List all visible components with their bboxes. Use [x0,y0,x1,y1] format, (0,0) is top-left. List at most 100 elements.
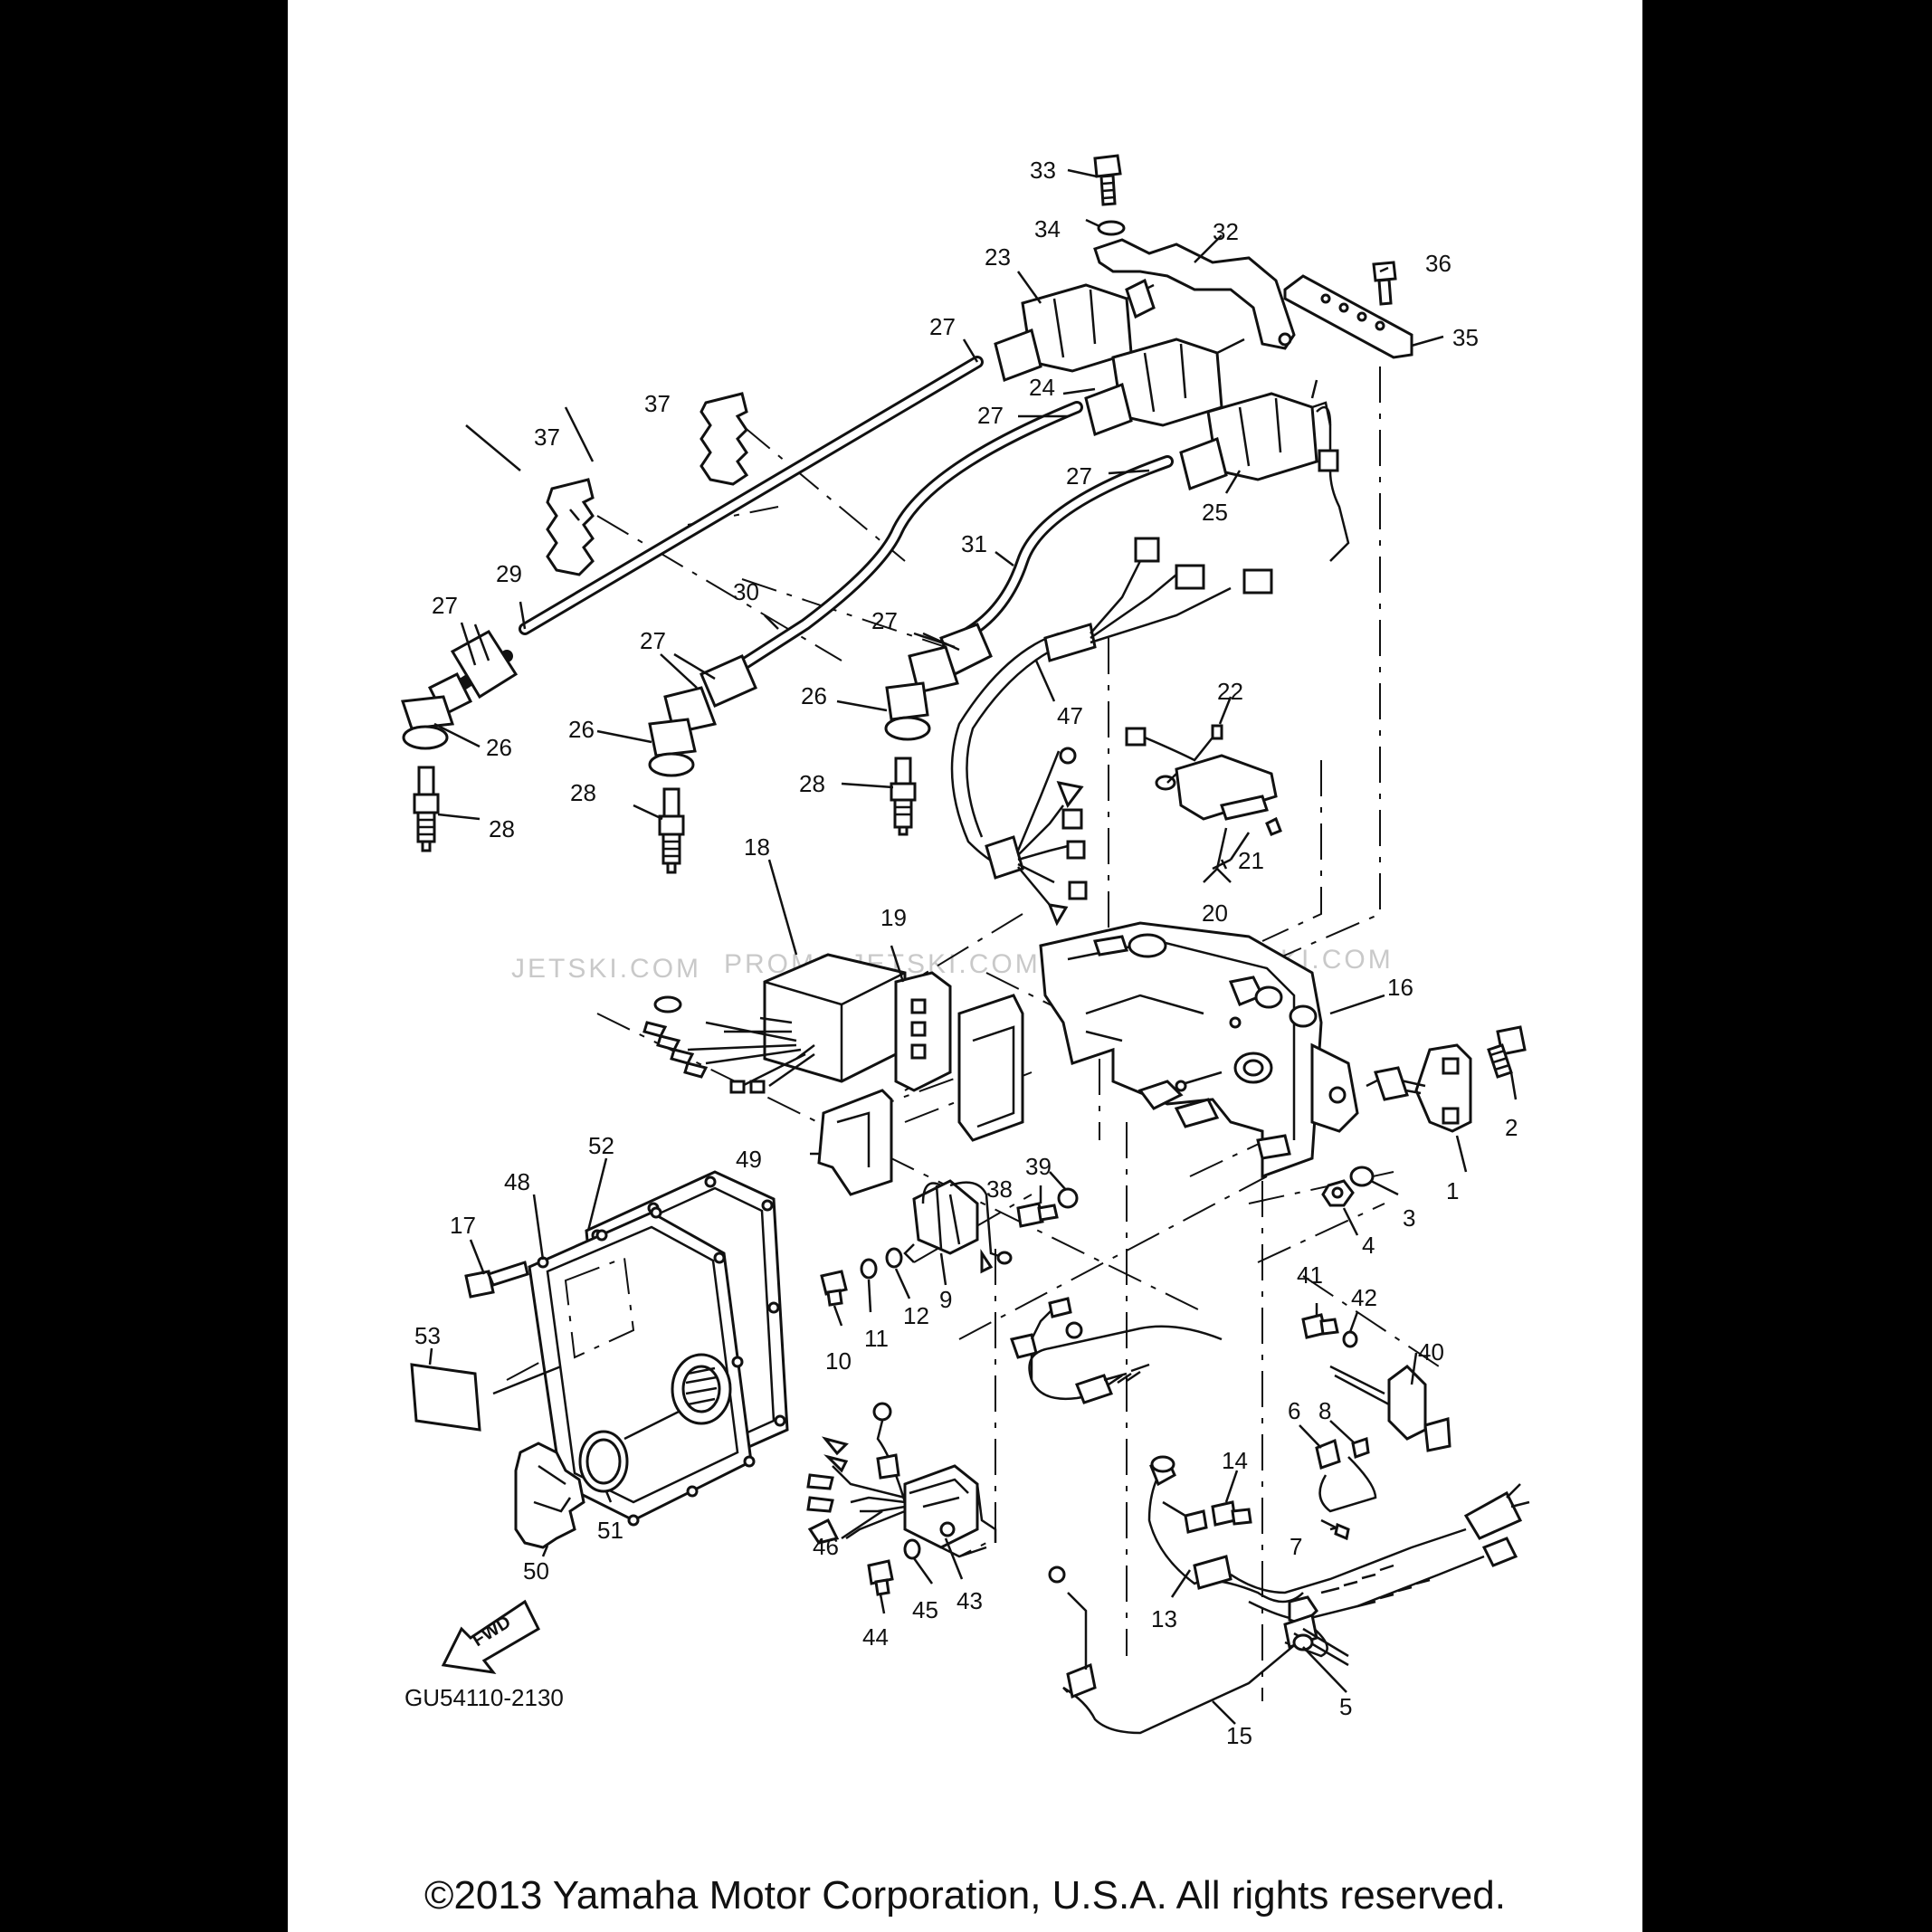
nut-4 [1321,1179,1355,1207]
spark-plug-28-mid [658,787,685,874]
copyright-notice: ©2013 Yamaha Motor Corporation, U.S.A. A… [424,1873,1506,1918]
callout-1: 1 [1446,1177,1459,1204]
callout-43: 43 [956,1587,983,1614]
callout-45: 45 [912,1596,938,1623]
callout-20: 20 [1202,899,1228,927]
callout-3: 3 [1403,1204,1415,1232]
wire-harness-47 [950,537,1273,927]
callout-17: 17 [450,1212,476,1239]
assembly-20 [1125,724,1282,883]
callout-31: 31 [961,530,987,557]
callout-42: 42 [1351,1284,1377,1311]
callout-26-mid: 26 [568,716,595,743]
bolt-10 [820,1270,848,1307]
bolt-2 [1487,1025,1527,1079]
callout-28-left: 28 [489,815,515,842]
callout-25: 25 [1202,499,1228,526]
callout-48: 48 [504,1168,530,1195]
callout-8: 8 [1318,1397,1331,1424]
callout-14: 14 [1222,1447,1248,1474]
callout-19: 19 [880,904,907,931]
callout-21: 21 [1238,847,1264,874]
callout-27-f: 27 [871,607,898,634]
callout-26-left: 26 [486,734,512,761]
callout-33: 33 [1030,157,1056,184]
callout-5: 5 [1339,1693,1352,1720]
callout-11: 11 [864,1325,889,1352]
wires-46 [806,1402,907,1545]
callout-labels: 1 2 3 4 5 6 7 8 9 10 11 12 13 14 15 16 1… [414,157,1518,1749]
ignition-coil-25 [1179,392,1350,562]
callout-7: 7 [1290,1533,1302,1560]
pin-14 [1211,1500,1252,1527]
bolt-38 [1016,1202,1059,1228]
callout-15: 15 [1226,1722,1252,1749]
clamp-5 [1283,1613,1349,1667]
label-53 [410,1363,481,1432]
callout-leaders [428,168,1518,1725]
washer-42 [1342,1330,1358,1348]
callout-36: 36 [1425,250,1451,277]
spark-plug-28-left [413,766,440,852]
callout-37-left: 37 [534,424,560,451]
callout-37-right: 37 [644,390,671,417]
callout-27-c: 27 [1066,462,1092,490]
part-1 [1366,1043,1472,1133]
callout-10: 10 [825,1347,852,1375]
clamp-37-right [700,392,749,486]
coil-43 [903,1464,997,1558]
callout-12: 12 [903,1302,929,1329]
callout-46: 46 [813,1533,839,1560]
clamp-37-left [546,478,595,576]
callout-39: 39 [1025,1153,1052,1180]
callout-4: 4 [1362,1232,1375,1259]
rectifier-9 [903,1179,1013,1274]
watermark-text-1: JETSKI.COM [511,954,701,984]
plate-35 [1283,274,1413,359]
callout-29: 29 [496,560,522,587]
spark-plug-lead-30 [648,401,1083,777]
callout-13: 13 [1151,1605,1177,1632]
callout-23: 23 [985,243,1011,271]
callout-24: 24 [1029,374,1055,401]
connector-line-51 [492,1365,680,1441]
part-code: GU54110-2130 [404,1684,564,1711]
callout-2: 2 [1505,1114,1518,1141]
callout-22: 22 [1217,678,1243,705]
callout-30: 30 [733,578,759,605]
spark-plug-lead-31 [884,455,1174,741]
bolt-17 [464,1261,529,1299]
bolt-44 [867,1559,894,1596]
callout-52: 52 [588,1132,614,1159]
washer-11 [860,1258,878,1280]
callout-27-a: 27 [929,313,956,340]
connector-6 [1315,1438,1341,1470]
callout-40: 40 [1418,1338,1444,1366]
fwd-arrow-icon: FWD [441,1599,540,1675]
washer-45 [903,1538,921,1560]
callout-53: 53 [414,1322,441,1349]
callout-51: 51 [597,1517,623,1544]
callout-6: 6 [1288,1397,1300,1424]
bolt-41 [1301,1313,1339,1339]
callout-47: 47 [1057,702,1083,729]
callout-35: 35 [1452,324,1479,351]
band-8 [1318,1437,1377,1513]
spark-plug-28-right [890,757,917,836]
callout-27-e: 27 [640,627,666,654]
callout-28-right: 28 [799,770,825,797]
callout-27-b: 27 [977,402,1004,429]
wire-harness-13 [1147,1455,1530,1658]
o-ring-51 [578,1430,629,1493]
bolt-36 [1372,261,1397,306]
cover-49 [817,1089,893,1196]
callout-9: 9 [939,1286,952,1313]
callout-27-d: 27 [432,592,458,619]
callout-26-right: 26 [801,682,827,709]
callout-16: 16 [1387,974,1413,1001]
ignition-coil-24 [1084,338,1245,436]
washer-3 [1349,1166,1375,1187]
callout-38: 38 [986,1175,1013,1203]
washer-39 [1057,1187,1079,1209]
